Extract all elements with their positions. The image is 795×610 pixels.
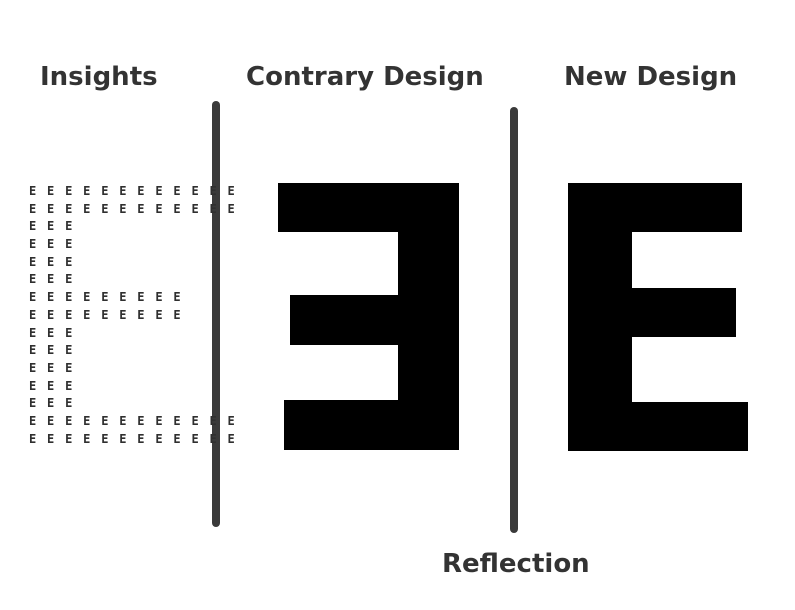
divider-right [510,107,518,533]
letter-row: E E E [29,237,75,252]
letter-row: E E E [29,325,75,340]
letter-e-glyph [568,183,748,451]
insights-letter-grid: E E E E E E E E E E E E E E E E E E E E E… [29,183,237,448]
letter-row: E E E [29,219,75,234]
letter-row: E E E E E E E E E E E E [29,201,237,216]
letter-row: E E E E E E E E E E E E [29,184,237,198]
letter-row: E E E E E E E E E E E E [29,413,237,428]
new-design-heading: New Design [564,62,738,92]
letter-row: E E E E E E E E E E E E [29,431,237,446]
letter-row: E E E [29,396,75,411]
divider-left [212,101,220,527]
insights-heading: Insights [40,62,158,92]
letter-row: E E E [29,343,75,358]
letter-e-shape [568,183,748,451]
letter-row: E E E [29,272,75,287]
reversed-e-shape [278,183,459,450]
letter-row: E E E [29,378,75,393]
letter-row: E E E [29,360,75,375]
contrary-design-heading: Contrary Design [246,62,484,92]
letter-row: E E E E E E E E E [29,290,183,305]
letter-row: E E E E E E E E E [29,307,183,322]
letter-row: E E E [29,254,75,269]
reflection-label: Reflection [442,549,590,579]
reversed-e-glyph [278,183,459,450]
